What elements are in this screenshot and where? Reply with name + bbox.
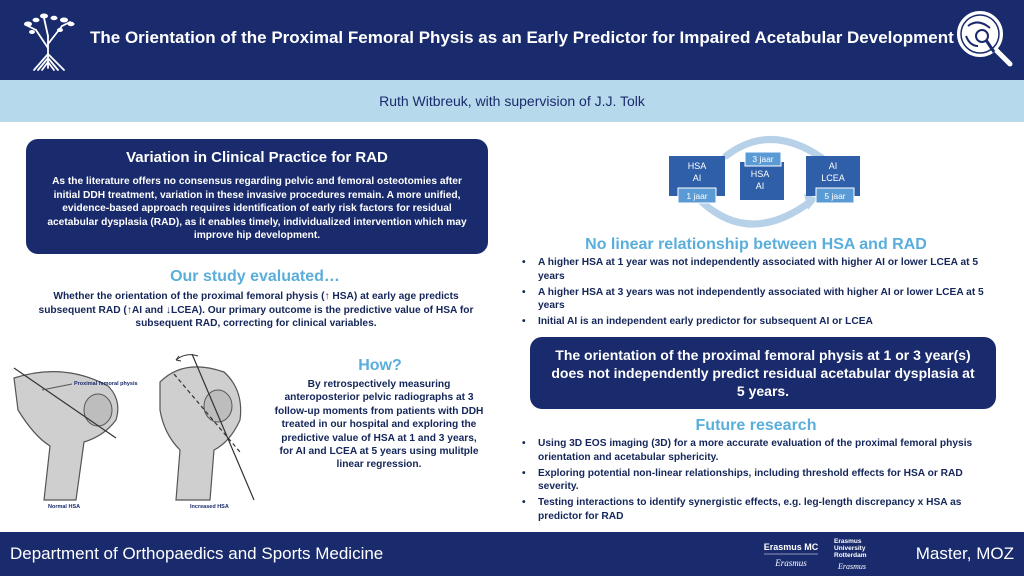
box2-line2: AI	[756, 181, 765, 191]
hsa-ai-3-box	[740, 162, 784, 200]
master-label: Master, MOZ	[915, 544, 1014, 563]
list-item: Exploring potential non-linear relations…	[520, 467, 1000, 495]
box1-line2: AI	[693, 173, 702, 183]
femur-figure: Proximal femoral physis Normal HSA Incre…	[13, 353, 255, 510]
footer: Department of Orthopaedics and Sports Me…	[0, 532, 1024, 576]
how-text: By retrospectively measuring anteroposte…	[274, 379, 484, 471]
header: The Orientation of the Proximal Femoral …	[0, 0, 1024, 80]
no-linear-title: No linear relationship between HSA and R…	[585, 236, 927, 253]
conclusion-box: The orientation of the proximal femoral …	[530, 337, 996, 409]
box3-line1: AI	[829, 161, 838, 171]
erasmus-mc-logo: Erasmus MC Erasmus	[764, 542, 819, 568]
list-item: Initial AI is an independent early predi…	[520, 315, 1000, 329]
conclusion-text: The orientation of the proximal femoral …	[551, 347, 975, 399]
normal-hsa-label: Normal HSA	[48, 504, 80, 510]
list-item: Using 3D EOS imaging (3D) for a more acc…	[520, 437, 1000, 465]
increased-femur-drawing	[159, 353, 255, 501]
variation-box: Variation in Clinical Practice for RAD A…	[26, 139, 488, 254]
svg-text:University: University	[834, 545, 866, 552]
tree-logo-icon	[24, 13, 75, 71]
tag-3-jaar	[744, 151, 782, 167]
box2-line1: HSA	[751, 169, 770, 179]
study-title: Our study evaluated…	[170, 268, 340, 285]
flow-arrowhead-bottom	[804, 194, 818, 210]
svg-text:Erasmus: Erasmus	[774, 558, 807, 568]
author-band: Ruth Witbreuk, with supervision of J.J. …	[0, 80, 1024, 124]
department-name: Department of Orthopaedics and Sports Me…	[10, 544, 384, 563]
tag-1-jaar-text: 1 jaar	[686, 191, 707, 201]
svg-text:Erasmus: Erasmus	[834, 538, 862, 545]
list-item: A higher HSA at 3 years was not independ…	[520, 286, 1000, 314]
flow-arrow-bottom	[698, 198, 814, 228]
tag-1-jaar	[677, 187, 717, 204]
no-linear-bullets: A higher HSA at 1 year was not independe…	[520, 256, 1000, 331]
list-item: A higher HSA at 1 year was not independe…	[520, 256, 1000, 284]
poster-title: The Orientation of the Proximal Femoral …	[90, 28, 954, 47]
tag-3-jaar-text: 3 jaar	[752, 154, 773, 164]
svg-text:Rotterdam: Rotterdam	[834, 552, 867, 559]
physis-label: Proximal femoral physis	[74, 381, 138, 387]
future-bullets: Using 3D EOS imaging (3D) for a more acc…	[520, 437, 1000, 526]
how-title: How?	[358, 357, 402, 374]
study-text: Whether the orientation of the proximal …	[38, 291, 474, 330]
svg-text:Erasmus: Erasmus	[837, 562, 866, 571]
increased-hsa-label: Increased HSA	[190, 504, 229, 510]
flow-arrow-top	[722, 136, 826, 162]
variation-text: As the literature offers no consensus re…	[47, 176, 467, 242]
author-line: Ruth Witbreuk, with supervision of J.J. …	[379, 93, 645, 109]
hip-magnifier-icon	[957, 11, 1013, 67]
normal-femur-drawing	[13, 367, 119, 501]
erasmus-university-logo: Erasmus University Rotterdam Erasmus	[834, 538, 867, 571]
tag-5-jaar	[815, 187, 855, 204]
tag-5-jaar-text: 5 jaar	[824, 191, 845, 201]
timeline-flow-diagram: HSA AI 1 jaar 3 jaar HSA AI AI LCEA 5 ja…	[669, 136, 860, 228]
box3-line2: LCEA	[821, 173, 845, 183]
variation-title: Variation in Clinical Practice for RAD	[126, 149, 388, 166]
box1-line1: HSA	[688, 161, 707, 171]
list-item: Testing interactions to identify synergi…	[520, 496, 1000, 524]
future-title: Future research	[695, 417, 817, 434]
svg-text:Erasmus MC: Erasmus MC	[764, 542, 819, 552]
